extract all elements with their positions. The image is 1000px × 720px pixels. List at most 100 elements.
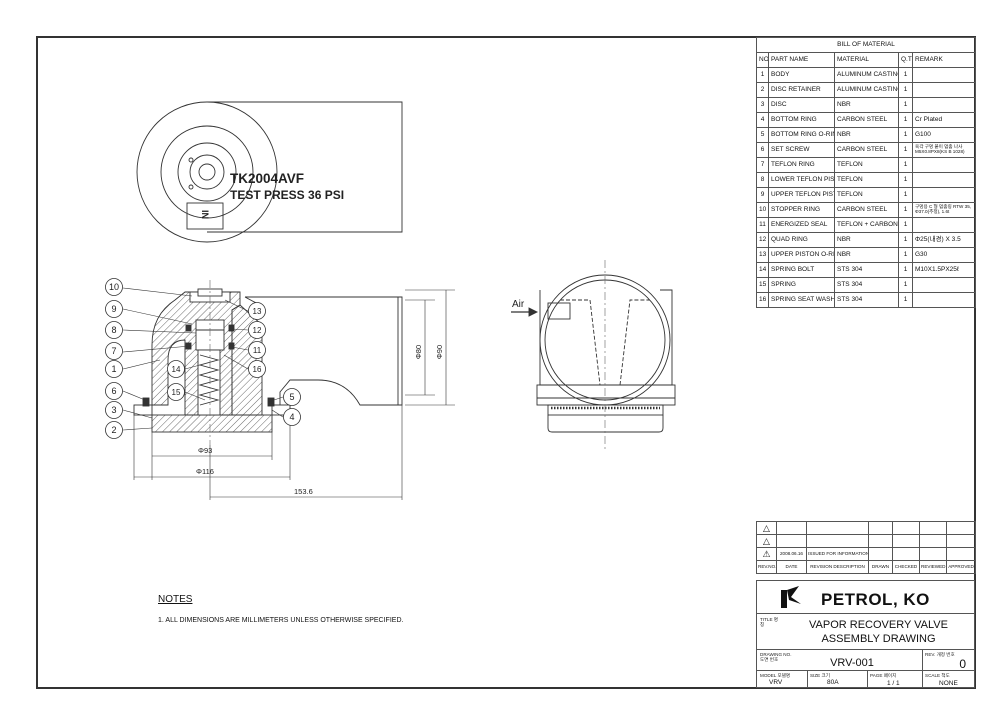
svg-text:7: 7 [111, 346, 116, 356]
svg-text:13: 13 [253, 307, 262, 316]
svg-text:15: 15 [172, 388, 181, 397]
svg-text:10: 10 [109, 282, 119, 292]
in-mark: IN [200, 210, 210, 219]
top-view-cap-circle [189, 154, 225, 190]
svg-text:8: 8 [111, 325, 116, 335]
callout-11: 11 [248, 341, 266, 359]
callout-9: 9 [105, 300, 123, 318]
revision-triangle-icon: ⚠ [756, 547, 777, 561]
air-label: Air [512, 299, 525, 310]
model-label: MODEL 모델명 [760, 673, 791, 678]
company-name: PETROL, KO [821, 590, 930, 609]
callout-6: 6 [105, 382, 123, 400]
bom-title: BILL OF MATERIAL [755, 37, 977, 53]
title-row: TITLE 명칭 VAPOR RECOVERY VALVE ASSEMBLY D… [757, 614, 974, 650]
revision-triangle-icon: △ [756, 534, 777, 548]
svg-text:11: 11 [253, 346, 262, 355]
dim-d80: Φ80 [414, 345, 423, 359]
drawing-no-label: DRAWING NO. 도면 번호 [760, 652, 792, 663]
scale-value: NONE [939, 680, 958, 687]
model-value: VRV [769, 679, 783, 686]
svg-text:5: 5 [289, 392, 294, 402]
notes-heading: NOTES [158, 594, 193, 605]
dim-d90: Φ90 [435, 345, 444, 359]
scale-label: SCALE 척도 [925, 673, 950, 678]
title-block: PETROL, KO TITLE 명칭 VAPOR RECOVERY VALVE… [756, 580, 975, 688]
notes-line: 1. ALL DIMENSIONS ARE MILLIMETERS UNLESS… [158, 617, 404, 624]
callout-8: 8 [105, 321, 123, 339]
drawing-title: VAPOR RECOVERY VALVE ASSEMBLY DRAWING [809, 619, 948, 645]
page-label: PAGE 페이지 [870, 673, 897, 678]
model-row: MODEL 모델명 VRV SIZE 크기 80A PAGE 페이지 1 / 1… [757, 671, 974, 688]
rev-number: 0 [959, 657, 966, 671]
svg-text:12: 12 [253, 326, 262, 335]
company-row: PETROL, KO [757, 581, 974, 614]
top-view-body-circle [160, 125, 254, 219]
callout-2: 2 [105, 421, 123, 439]
callout-3: 3 [105, 401, 123, 419]
callout-1: 1 [105, 360, 123, 378]
dim-l153: 153.6 [294, 487, 313, 496]
callout-7: 7 [105, 342, 123, 360]
sheet-border [36, 36, 976, 689]
rev-label: REV. 개정 번호 [925, 652, 955, 657]
dimensions [133, 289, 455, 500]
side-view: Air [511, 260, 676, 450]
callout-13: 13 [248, 302, 266, 320]
stamp-line2: TEST PRESS 36 PSI [230, 188, 344, 202]
callout-10: 10 [105, 278, 123, 296]
callout-4: 4 [283, 408, 301, 426]
size-label: SIZE 크기 [810, 673, 830, 678]
callout-16: 16 [248, 360, 266, 378]
drawing-number-row: DRAWING NO. 도면 번호 VRV-001 REV. 개정 번호 0 [757, 650, 974, 671]
svg-text:16: 16 [253, 365, 262, 374]
revision-triangle-icon: △ [756, 521, 777, 535]
svg-text:2: 2 [111, 425, 116, 435]
top-view-outlet-outline [207, 101, 403, 233]
title-label: TITLE 명칭 [760, 617, 779, 628]
callout-14: 14 [167, 360, 185, 378]
top-view-bolt-circle [198, 163, 216, 181]
svg-text:6: 6 [111, 386, 116, 396]
svg-text:4: 4 [289, 412, 294, 422]
bill-of-material: BILL OF MATERIAL NO.PART NAMEMATERIALQ.T… [755, 37, 977, 308]
top-view: TK2004AVF TEST PRESS 36 PSI IN [136, 101, 403, 243]
page-value: 1 / 1 [887, 680, 900, 687]
size-value: 80A [827, 679, 839, 686]
callouts: 10 9 8 7 1 6 3 2 14 15 13 12 11 16 5 4 [105, 278, 301, 439]
top-view-flange-circle [177, 142, 237, 202]
svg-text:14: 14 [172, 365, 181, 374]
company-logo-icon [781, 586, 801, 608]
callout-5: 5 [283, 388, 301, 406]
leader-lines [122, 287, 284, 431]
svg-text:3: 3 [111, 405, 116, 415]
drawing-number: VRV-001 [830, 657, 874, 669]
callout-15: 15 [167, 383, 185, 401]
dim-d93: Φ93 [198, 446, 212, 455]
stamp-line1: TK2004AVF [230, 171, 304, 186]
svg-text:1: 1 [111, 364, 116, 374]
svg-text:9: 9 [111, 304, 116, 314]
